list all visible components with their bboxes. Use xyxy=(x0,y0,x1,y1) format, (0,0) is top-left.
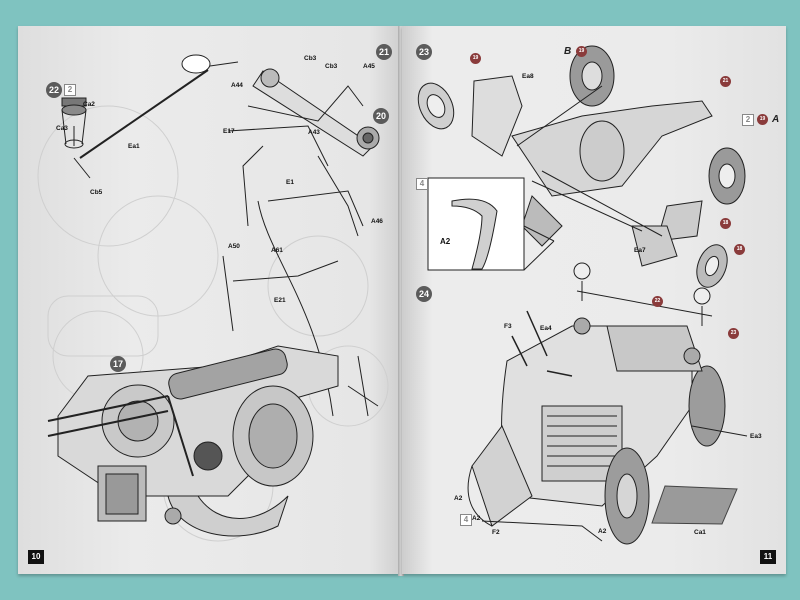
label-cb3-a: Cb3 xyxy=(304,55,317,62)
part-18-a: 18 xyxy=(720,218,731,229)
label-a2-c: A2 xyxy=(598,528,607,535)
label-ca1: Ca1 xyxy=(694,529,706,536)
label-a43: A43 xyxy=(308,129,320,136)
page-number-right: 11 xyxy=(760,550,776,564)
label-cb5: Cb5 xyxy=(90,189,103,196)
label-ca3: Ca3 xyxy=(56,125,68,132)
option-b-mark: B xyxy=(564,46,572,57)
step-17-badge: 17 xyxy=(110,356,126,372)
label-a44: A44 xyxy=(231,82,243,89)
option-2-box: 2 xyxy=(742,114,754,126)
label-e17: E17 xyxy=(223,128,235,135)
step-24-badge: 24 xyxy=(416,286,432,302)
part-19-a: 19 xyxy=(470,53,481,64)
label-a2-a: A2 xyxy=(454,495,463,502)
part-21: 21 xyxy=(720,76,731,87)
label-a2-b: A2 xyxy=(472,515,481,522)
option-4-box-bottom: 4 xyxy=(460,514,472,526)
label-ea3: Ea3 xyxy=(750,433,762,440)
label-ea1: Ea1 xyxy=(128,143,140,150)
label-cb3-b: Cb3 xyxy=(325,63,338,70)
option-a-mark: A xyxy=(772,114,780,125)
label-ea4: Ea4 xyxy=(540,325,552,332)
label-a61: A61 xyxy=(271,247,283,254)
instruction-booklet: 21 22 2 20 17 Ca2 Ca3 Ea1 Cb5 Cb3 Cb3 A4… xyxy=(18,26,786,578)
part-19-b: 19 xyxy=(576,46,587,57)
booklet-spine xyxy=(398,26,404,576)
label-e21: E21 xyxy=(274,297,286,304)
step-22-badge: 22 xyxy=(46,82,62,98)
right-assembly-drawing xyxy=(417,45,748,545)
label-ea8: Ea8 xyxy=(522,73,534,80)
part-18-b: 18 xyxy=(734,244,745,255)
label-e1: E1 xyxy=(286,179,294,186)
right-page: 23 B A 2 4 4 24 19 19 21 19 18 18 22 23 … xyxy=(402,26,786,574)
page-number-left: 10 xyxy=(28,550,44,564)
label-a2-detail: A2 xyxy=(440,237,451,246)
part-19-c: 19 xyxy=(757,114,768,125)
label-a50: A50 xyxy=(228,243,240,250)
label-f2: F2 xyxy=(492,529,500,536)
part-22: 22 xyxy=(652,296,663,307)
step-23-badge: 23 xyxy=(416,44,432,60)
step-22-option-box: 2 xyxy=(64,84,76,96)
option-4-box-top: 4 xyxy=(416,178,428,190)
label-ca2: Ca2 xyxy=(83,101,95,108)
step-20-badge: 20 xyxy=(373,108,389,124)
label-ea7: Ea7 xyxy=(634,247,646,254)
step-21-badge: 21 xyxy=(376,44,392,60)
label-f3: F3 xyxy=(504,323,512,330)
left-page: 21 22 2 20 17 Ca2 Ca3 Ea1 Cb5 Cb3 Cb3 A4… xyxy=(18,26,400,574)
part-23: 23 xyxy=(728,328,739,339)
label-a45: A45 xyxy=(363,63,375,70)
left-assembly-drawing xyxy=(37,54,389,542)
label-a46: A46 xyxy=(371,218,383,225)
